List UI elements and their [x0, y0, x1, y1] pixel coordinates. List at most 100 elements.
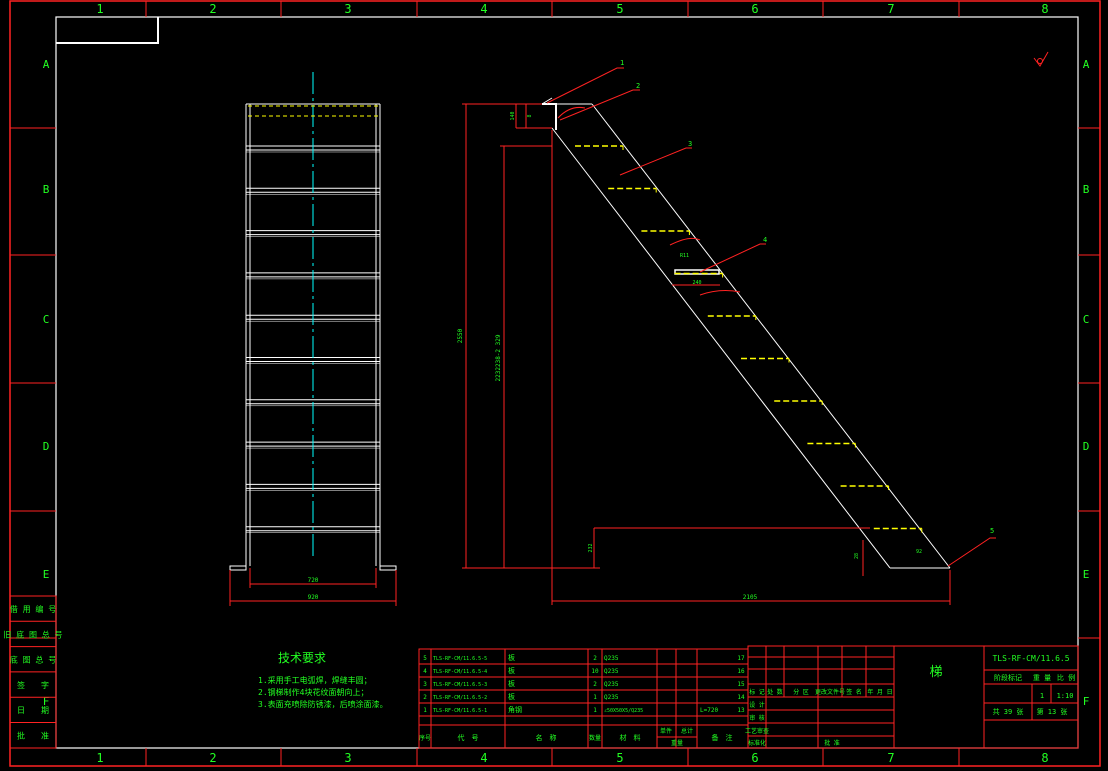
svg-text:材 料: 材 料: [620, 733, 641, 742]
svg-text:单件: 单件: [660, 727, 672, 735]
svg-text:名 称: 名 称: [536, 733, 557, 742]
bom-qty: 1: [593, 707, 597, 714]
approval-label: 标准化: [748, 739, 766, 747]
bom-side-num: 17: [737, 655, 745, 662]
grid-col-bottom: 7: [887, 751, 894, 765]
bom-material: Q235: [604, 694, 619, 701]
approval-label: 工艺审查: [745, 727, 769, 735]
balloon-4: 4: [763, 236, 767, 244]
approval-label: 设 计: [749, 701, 765, 709]
drawing-code: TLS-RF-CM/11.6.5: [992, 654, 1069, 663]
dim-base-w: 2105: [743, 594, 758, 601]
front-dimensions: [229, 568, 397, 606]
bom-material: Q235: [604, 681, 619, 688]
grid-row-right: B: [1083, 183, 1090, 196]
bom-code: TLS-RF-CM/11.6.5-2: [433, 695, 487, 701]
sheets-total: 共 39 张: [993, 707, 1024, 716]
dim-top-w: 8: [527, 114, 533, 117]
tech-title: 技术要求: [278, 651, 326, 665]
grid-row-left: C: [43, 313, 50, 326]
grid-col-bottom: 3: [344, 751, 351, 765]
grid-row-right: C: [1083, 313, 1090, 326]
svg-text:代 号: 代 号: [458, 733, 479, 742]
stage-label: 阶段标记: [994, 673, 1022, 682]
tech-line-2: 2.钢梯制作4块花纹面朝向上；: [258, 687, 368, 697]
dim-front-inner: 720: [308, 577, 319, 584]
svg-text:序号: 序号: [419, 734, 431, 742]
approval-label: 批 准: [824, 739, 840, 747]
bom-qty: 2: [593, 681, 597, 688]
grid-row-left: E: [43, 568, 50, 581]
bom-header: 序号 代 号 名 称 数量 材 料 单件 总计 重量 备 注: [419, 727, 733, 747]
approval-label: 签 名: [846, 688, 862, 696]
grid-col-bottom: 2: [209, 751, 216, 765]
side-step-dashes: [575, 145, 923, 533]
side-dimensions: [462, 103, 951, 605]
side-view: [541, 97, 951, 569]
bom-side-num: 15: [737, 681, 745, 688]
grid-row-right: E: [1083, 568, 1090, 581]
bom-code: TLS-RF-CM/11.6.5-4: [433, 669, 487, 675]
bom-qty: 1: [593, 694, 597, 701]
scale-label: 比 例: [1057, 673, 1075, 682]
approval-block: [747, 645, 1079, 749]
grid-col-bottom: 1: [96, 751, 103, 765]
weight-label: 重 量: [1033, 674, 1051, 682]
balloon-1: 1: [620, 59, 624, 67]
bom-qty: 2: [593, 655, 597, 662]
bom-side-num: 13: [737, 707, 745, 714]
balloon-5: 5: [990, 527, 994, 535]
approval-label: 处 数: [767, 688, 783, 696]
title-corner-box: [56, 17, 159, 44]
svg-text:重量: 重量: [671, 739, 683, 747]
bom-side-num: 16: [737, 668, 745, 675]
bom-material: Q235: [604, 655, 619, 662]
grid-col-top: 8: [1041, 2, 1048, 16]
balloon-2: 2: [636, 82, 640, 90]
grid-col-top: 4: [480, 2, 487, 16]
bom-name: 板: [508, 666, 515, 675]
grid-row-right: A: [1083, 58, 1090, 71]
grid-row-right: D: [1083, 440, 1090, 453]
bom-no: 2: [423, 694, 427, 701]
bom-qty: 10: [591, 668, 599, 675]
side-field-label: 签 字: [17, 680, 49, 690]
bom-no: 4: [423, 668, 427, 675]
side-field-label: 日 期: [17, 706, 49, 715]
grid-row-left: F: [43, 695, 50, 708]
grid-col-bottom: 8: [1041, 751, 1048, 765]
bom-side-num: 14: [737, 694, 745, 701]
grid-col-top: 2: [209, 2, 216, 16]
bom-material: Q235: [604, 668, 619, 675]
grid-col-top: 5: [616, 2, 623, 16]
bom-material: ∠50X50X5/Q235: [604, 708, 643, 714]
roughness-symbol-icon: [1033, 51, 1049, 67]
dim-height-total: 2550: [457, 328, 464, 343]
grid-row-left: B: [43, 183, 50, 196]
scale-value: 1:10: [1057, 692, 1074, 700]
bom-code: TLS-RF-CM/11.6.5-1: [433, 708, 487, 714]
bom-name: 板: [508, 679, 515, 688]
side-field-label: 批 准: [17, 731, 49, 741]
approval-label: 审 核: [749, 714, 765, 722]
grid-col-bottom: 4: [480, 751, 487, 765]
balloon-leaders: [546, 67, 996, 567]
dim-front-outer: 920: [308, 594, 319, 601]
approval-labels: 标 记处 数分 区更改文件号签 名年 月 日设 计审 核工艺审查标准化批 准: [745, 688, 893, 747]
tech-line-3: 3.表面充喷除防锈漆，后喷涂面漆。: [258, 699, 388, 709]
svg-text:总计: 总计: [681, 727, 693, 735]
grid-col-top: 7: [887, 2, 894, 16]
grid-row-right: F: [1083, 695, 1090, 708]
tech-line-1: 1.采用手工电弧焊，焊缝丰圆；: [258, 675, 372, 685]
bom-no: 3: [423, 681, 427, 688]
dim-step-w: 240: [692, 280, 701, 286]
bom-note: L=720: [700, 707, 718, 714]
dim-bottom-a: 28: [854, 553, 860, 559]
approval-label: 年 月 日: [867, 688, 892, 696]
dim-bottom-b: 92: [916, 549, 922, 555]
bom-no: 1: [423, 707, 427, 714]
dim-base-h: 232: [588, 543, 594, 552]
